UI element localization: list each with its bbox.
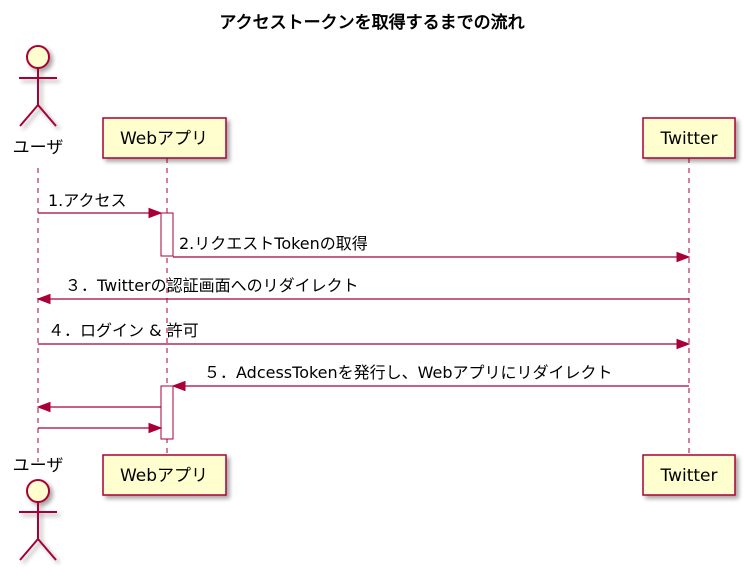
participant-webapp-top-label: Webアプリ	[120, 129, 208, 149]
message-3: ３．Twitterの認証画面へのリダイレクト	[36, 276, 689, 305]
activation-webapp-1	[160, 212, 174, 257]
actor-user-top-label: ユーザ	[13, 138, 64, 158]
message-4: ４．ログイン & 許可	[38, 321, 691, 350]
message-7	[38, 422, 163, 434]
message-2: 2.リクエストTokenの取得	[173, 234, 691, 263]
actor-user-top	[19, 45, 57, 127]
participant-twitter-bottom-label: Twitter	[660, 466, 718, 486]
participant-twitter-top-label: Twitter	[660, 129, 718, 149]
participant-twitter-bottom: Twitter	[642, 454, 736, 496]
actor-user-bottom	[19, 479, 57, 561]
participant-webapp-bottom: Webアプリ	[102, 454, 227, 496]
message-5: ５．AdcessTokenを発行し、Webアプリにリダイレクト	[171, 363, 689, 392]
participant-twitter-top: Twitter	[642, 117, 736, 159]
message-3-label: ３．Twitterの認証画面へのリダイレクト	[65, 276, 359, 295]
participant-webapp-bottom-label: Webアプリ	[120, 466, 208, 486]
message-2-label: 2.リクエストTokenの取得	[179, 234, 368, 253]
message-4-label: ４．ログイン & 許可	[48, 321, 199, 340]
message-1: 1.アクセス	[38, 191, 163, 219]
message-1-label: 1.アクセス	[48, 191, 126, 210]
activation-webapp-2	[160, 385, 174, 440]
message-5-label: ５．AdcessTokenを発行し、Webアプリにリダイレクト	[204, 363, 613, 382]
message-6	[36, 401, 161, 413]
actor-user-bottom-label: ユーザ	[13, 456, 64, 476]
participant-webapp-top: Webアプリ	[102, 117, 227, 159]
diagram-title: アクセストークンを取得するまでの流れ	[219, 12, 524, 33]
